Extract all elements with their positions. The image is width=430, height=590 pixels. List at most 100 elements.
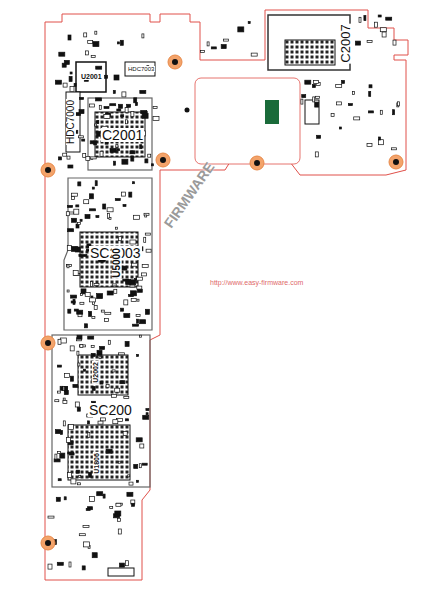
smd-pad bbox=[367, 40, 372, 42]
smd-pad bbox=[72, 246, 78, 251]
smd-pad bbox=[137, 289, 142, 292]
shield-outline bbox=[64, 178, 152, 330]
smd-pad bbox=[67, 156, 70, 159]
smd-pad bbox=[118, 353, 124, 355]
smd-pad bbox=[122, 159, 128, 164]
smd-pad bbox=[151, 164, 153, 166]
smd-pad bbox=[369, 91, 371, 96]
smd-pad bbox=[115, 388, 120, 392]
smd-pad bbox=[112, 284, 116, 286]
smd-pad bbox=[315, 102, 319, 107]
smd-pad bbox=[90, 104, 95, 107]
smd-pad bbox=[312, 85, 315, 88]
smd-pad bbox=[55, 454, 57, 459]
smd-pad bbox=[71, 479, 76, 484]
smd-pad bbox=[127, 104, 131, 107]
smd-pad bbox=[129, 295, 134, 297]
smd-pad bbox=[114, 75, 119, 80]
smd-pad bbox=[56, 497, 60, 501]
smd-pad bbox=[211, 47, 216, 49]
smd-pad bbox=[93, 42, 99, 47]
smd-pad bbox=[90, 157, 96, 159]
smd-pad bbox=[355, 41, 360, 45]
smd-pad bbox=[68, 205, 73, 207]
smd-pad bbox=[364, 16, 366, 21]
board-outline bbox=[45, 10, 408, 580]
ic-grid bbox=[68, 425, 130, 480]
smd-pad bbox=[132, 263, 138, 266]
ic-outline bbox=[76, 62, 106, 92]
smd-pad bbox=[79, 475, 81, 477]
part-name: U1806 bbox=[93, 452, 100, 475]
smd-pad bbox=[92, 386, 95, 390]
part-name: U5000 bbox=[112, 247, 122, 278]
smd-pad bbox=[101, 310, 104, 312]
smd-pad bbox=[55, 400, 59, 402]
smd-pad bbox=[68, 165, 73, 168]
smd-pad bbox=[104, 107, 109, 109]
smd-pad bbox=[58, 479, 61, 481]
smd-pad bbox=[63, 83, 67, 87]
smd-pad bbox=[58, 391, 61, 393]
smd-pad bbox=[142, 265, 148, 268]
smd-pad bbox=[146, 249, 151, 252]
smd-pad bbox=[77, 470, 80, 473]
smd-pad bbox=[79, 534, 85, 536]
smd-pad bbox=[251, 53, 257, 56]
smd-pad bbox=[92, 187, 94, 189]
smd-pad bbox=[67, 246, 71, 251]
smd-pad bbox=[48, 516, 54, 518]
smd-pad bbox=[90, 497, 95, 502]
smd-pad bbox=[238, 27, 244, 32]
smd-pad bbox=[353, 91, 355, 94]
smd-pad bbox=[97, 121, 99, 124]
smd-pad bbox=[78, 363, 80, 366]
smd-pad bbox=[130, 285, 135, 287]
smd-pad bbox=[137, 354, 139, 356]
smd-pad bbox=[379, 137, 381, 140]
smd-pad bbox=[84, 369, 86, 371]
smd-pad bbox=[101, 418, 106, 421]
smd-pad bbox=[125, 561, 128, 566]
smd-pad bbox=[84, 200, 89, 204]
smd-pad bbox=[207, 42, 209, 46]
smd-pad bbox=[120, 563, 125, 567]
smd-pad bbox=[112, 394, 117, 397]
smd-pad bbox=[55, 80, 61, 84]
smd-pad bbox=[109, 217, 111, 219]
smd-pad bbox=[117, 42, 119, 44]
smd-pad bbox=[85, 324, 88, 328]
smd-pad bbox=[82, 139, 85, 141]
smd-pad bbox=[201, 51, 205, 53]
smd-pad bbox=[123, 205, 126, 207]
smd-pad bbox=[80, 97, 84, 99]
smd-pad bbox=[85, 215, 90, 219]
smd-pad bbox=[68, 229, 74, 232]
smd-pad bbox=[88, 432, 90, 437]
connector-outline bbox=[125, 62, 155, 76]
smd-pad bbox=[88, 421, 90, 424]
smd-pad bbox=[137, 286, 142, 289]
smd-pad bbox=[83, 526, 89, 528]
smd-pad bbox=[121, 308, 124, 311]
smd-pad bbox=[134, 215, 140, 219]
smd-pad bbox=[85, 51, 88, 55]
watermark-url: http://www.easy-firmware.com bbox=[210, 279, 303, 286]
smd-pad bbox=[146, 413, 148, 415]
smd-pad bbox=[122, 192, 126, 196]
smd-pad bbox=[78, 182, 81, 186]
smd-pad bbox=[136, 438, 142, 442]
smd-pad bbox=[61, 430, 63, 434]
smd-pad bbox=[107, 291, 113, 295]
smd-pad bbox=[97, 492, 103, 496]
smd-pad bbox=[117, 149, 120, 151]
smd-pad bbox=[58, 339, 61, 344]
smd-pad bbox=[108, 340, 110, 344]
smd-pad bbox=[136, 480, 138, 482]
smd-pad bbox=[81, 255, 87, 257]
part-name: SC200 bbox=[88, 403, 133, 417]
smd-pad bbox=[118, 518, 121, 521]
smd-pad bbox=[118, 529, 121, 534]
smd-pad bbox=[367, 143, 372, 146]
